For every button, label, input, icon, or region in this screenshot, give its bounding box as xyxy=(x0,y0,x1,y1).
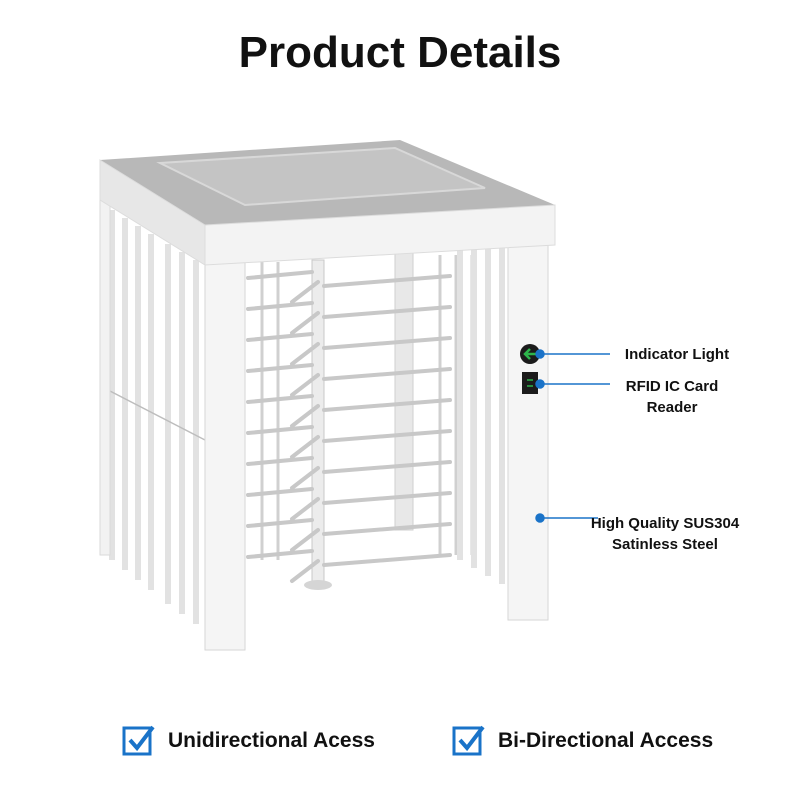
rotor-arm-front xyxy=(290,373,320,397)
card-reader-icon xyxy=(522,372,538,394)
feature-unidirectional: Unidirectional Acess xyxy=(122,724,375,758)
rotor-arms xyxy=(246,270,452,583)
callout-indicator-light: Indicator Light xyxy=(612,344,742,365)
rotor-arm-left xyxy=(246,487,314,497)
rotor-arm-right xyxy=(322,491,452,505)
rotor-arm-right xyxy=(322,274,452,288)
rotor-arm-front xyxy=(290,435,320,459)
right-panel xyxy=(457,245,505,584)
rotor-arm-right xyxy=(322,553,452,567)
rotor-arm-left xyxy=(246,425,314,435)
callout-lines xyxy=(535,349,610,523)
checkbox-checked-icon xyxy=(452,725,485,756)
rotor-arm-front xyxy=(290,528,320,552)
rotor-arm-left xyxy=(246,332,314,342)
rotor-arm-left xyxy=(246,394,314,404)
rotor-post xyxy=(394,249,414,531)
rotor-arm-right xyxy=(322,367,452,381)
rotor-shaft xyxy=(311,259,325,586)
rotor-arm-front xyxy=(290,466,320,490)
rotor-arm-right xyxy=(322,398,452,412)
rotor-arm-right xyxy=(322,522,452,536)
callout-label-text: RFID IC Card Reader xyxy=(625,378,719,416)
page-title: Product Details xyxy=(238,28,562,77)
rotor-arm-left xyxy=(246,549,314,559)
rotor-arm-right xyxy=(322,305,452,319)
rotor-arm-front xyxy=(290,342,320,366)
rotor-arm-left xyxy=(246,301,314,311)
rotor-arm-left xyxy=(246,270,314,280)
rotor-base xyxy=(304,580,332,590)
rotor-arm-right xyxy=(322,460,452,474)
rotor-arm-front xyxy=(290,559,320,583)
callout-steel: High Quality SUS304 Satinless Steel xyxy=(560,513,770,555)
canopy-left xyxy=(99,159,206,266)
callout-label-text: High Quality SUS304 Satinless Steel xyxy=(590,515,740,553)
callout-rfid-reader: RFID IC Card Reader xyxy=(612,376,732,418)
rotor-arm-front xyxy=(290,497,320,521)
rotor-arm-front xyxy=(290,404,320,428)
checkbox-checked-icon xyxy=(122,725,155,756)
rotor-arm-front xyxy=(290,311,320,335)
rotor-arm-front xyxy=(290,280,320,304)
rotor-arm-right xyxy=(322,336,452,350)
rotor-arm-right xyxy=(322,429,452,443)
back-bars xyxy=(260,255,474,560)
rotor-arm-left xyxy=(246,363,314,373)
feature-label: Bi-Directional Access xyxy=(498,729,714,752)
front-right-post xyxy=(507,239,549,621)
feature-bidirectional: Bi-Directional Access xyxy=(452,724,713,758)
rotor-arm-left xyxy=(246,456,314,466)
front-left-post xyxy=(204,254,246,651)
left-panel xyxy=(109,210,199,624)
feature-label: Unidirectional Acess xyxy=(168,729,375,752)
callout-label-text: Indicator Light xyxy=(624,346,730,363)
rotor-arm-left xyxy=(246,518,314,528)
